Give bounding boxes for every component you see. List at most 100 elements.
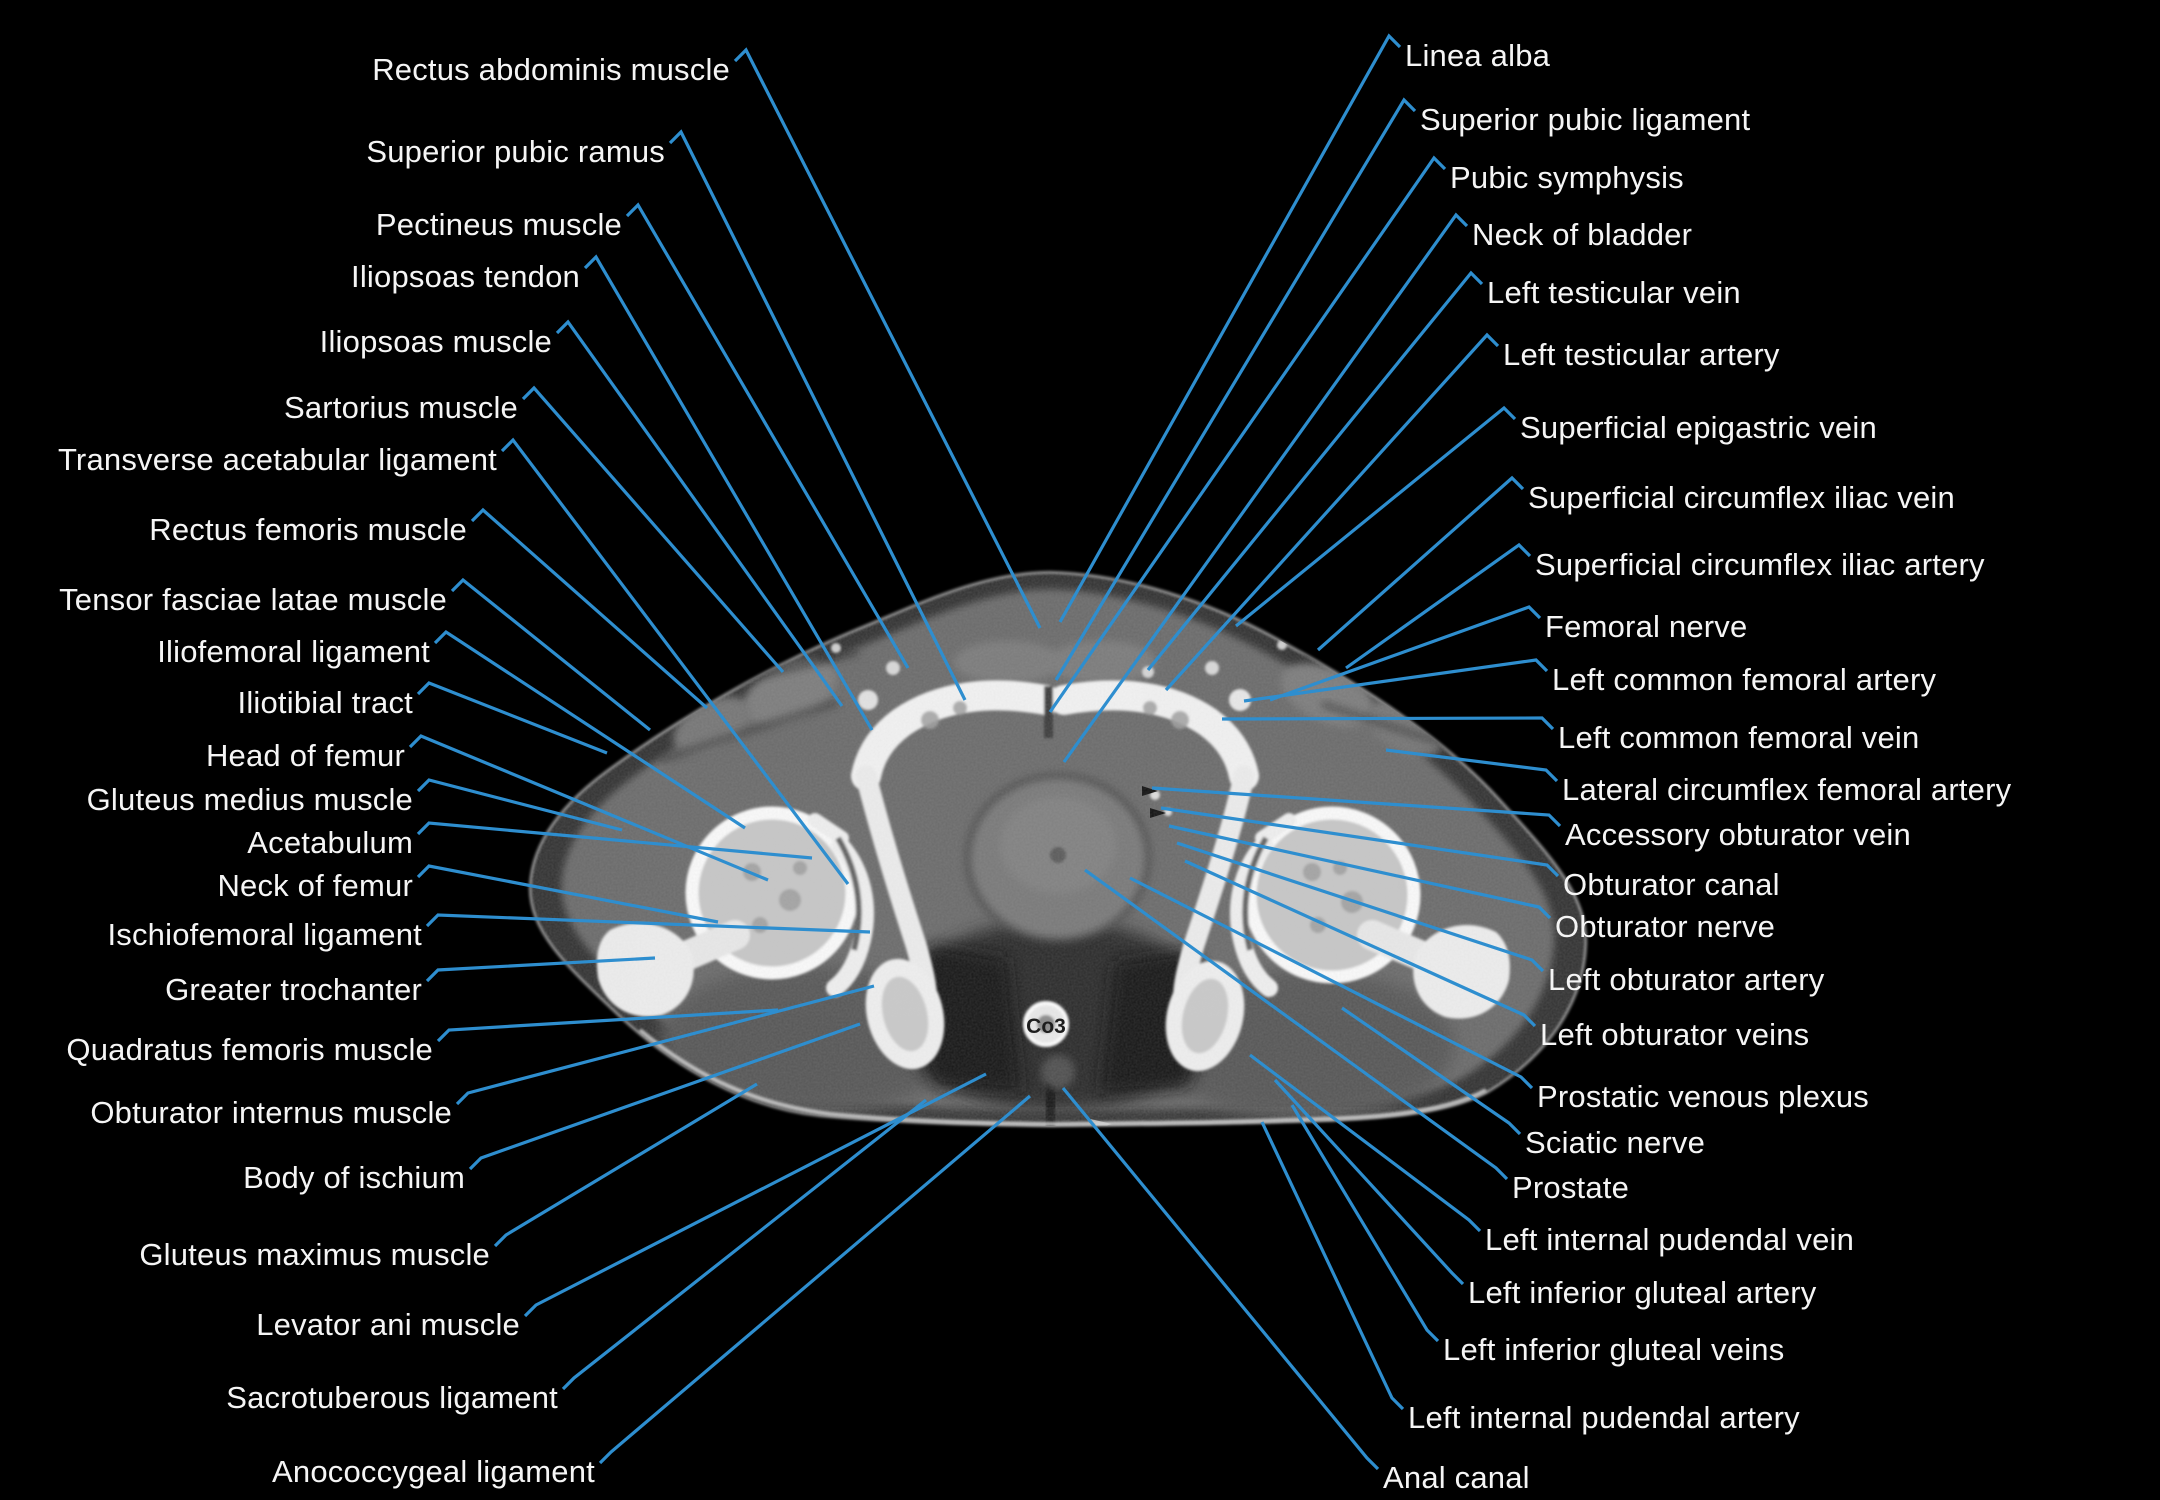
leader-line — [523, 1072, 987, 1318]
leader-line — [1385, 748, 1559, 783]
leader-line — [416, 681, 608, 755]
leader-line — [1273, 1078, 1465, 1286]
anatomy-label: Pectineus muscle — [375, 207, 622, 242]
anatomy-label: Transverse acetabular ligament — [57, 442, 497, 477]
leader-line — [1160, 806, 1560, 878]
anatomy-label: Obturator nerve — [1555, 909, 1776, 944]
leader-line — [733, 47, 1042, 629]
anatomy-label: Left obturator veins — [1540, 1017, 1810, 1052]
leader-line — [1176, 841, 1545, 973]
anatomy-label: Rectus femoris muscle — [149, 512, 467, 547]
ct-vertebra-annotation: Co3 — [1026, 1015, 1066, 1038]
leader-line — [1316, 475, 1525, 652]
anatomy-label: Gluteus medius muscle — [86, 782, 413, 817]
leader-line — [555, 319, 844, 707]
leader-line — [1054, 97, 1417, 681]
leader-line — [1221, 716, 1555, 731]
leader-line — [493, 1082, 758, 1248]
anatomy-label: Left testicular vein — [1487, 275, 1741, 310]
leader-line — [450, 577, 652, 732]
anatomy-label: Lateral circumflex femoral artery — [1562, 772, 2012, 807]
anatomy-label: Acetabulum — [247, 825, 413, 860]
anatomy-label: Iliopsoas tendon — [351, 259, 580, 294]
leader-line — [1345, 542, 1532, 670]
leader-line — [1048, 155, 1447, 713]
leader-line — [1062, 212, 1469, 763]
leader-line — [1151, 786, 1562, 828]
anatomy-label: Tensor fasciae latae muscle — [59, 582, 447, 617]
anatomy-label: Left testicular artery — [1503, 337, 1780, 372]
anatomy-label: Iliopsoas muscle — [319, 324, 552, 359]
anatomy-label: Left common femoral vein — [1558, 720, 1920, 755]
leader-line — [1164, 332, 1500, 692]
anatomy-label: Greater trochanter — [165, 972, 422, 1007]
anatomy-label: Femoral nerve — [1545, 609, 1748, 644]
anatomy-label: Superficial circumflex iliac artery — [1535, 547, 1985, 582]
anatomy-label: Anococcygeal ligament — [272, 1454, 595, 1489]
leader-line — [433, 629, 746, 830]
leader-line — [583, 254, 874, 731]
leader-line — [1084, 868, 1509, 1181]
leader-line — [436, 1008, 779, 1043]
leader-line — [425, 956, 656, 983]
anatomy-label: Superior pubic ramus — [366, 134, 665, 169]
leader-line — [625, 202, 910, 669]
anatomy-label: Obturator internus muscle — [90, 1095, 452, 1130]
anatomy-label: Superficial circumflex iliac vein — [1528, 480, 1955, 515]
leader-line — [668, 129, 967, 701]
leader-line — [1184, 859, 1537, 1028]
anatomy-label: Accessory obturator vein — [1565, 817, 1911, 852]
leader-line — [455, 984, 875, 1106]
anatomy-label: Sacrotuberous ligament — [226, 1380, 558, 1415]
anatomy-label: Superior pubic ligament — [1420, 102, 1751, 137]
leader-line — [1146, 270, 1484, 672]
anatomy-label: Neck of bladder — [1472, 217, 1693, 252]
anatomy-label: Body of ischium — [243, 1160, 465, 1195]
leader-line — [470, 507, 709, 710]
anatomy-label: Ischiofemoral ligament — [107, 917, 422, 952]
leader-line — [1243, 658, 1549, 703]
leader-line — [1249, 1053, 1482, 1233]
leader-line — [1260, 1121, 1405, 1411]
anatomy-label: Left common femoral artery — [1552, 662, 1937, 697]
leader-line — [1290, 1104, 1440, 1343]
anatomy-label: Left inferior gluteal artery — [1468, 1275, 1817, 1310]
anatomy-label: Anal canal — [1383, 1460, 1530, 1495]
anatomy-label: Superficial epigastric vein — [1520, 410, 1877, 445]
anatomy-label: Linea alba — [1405, 38, 1551, 73]
anatomy-label: Sartorius muscle — [283, 390, 518, 425]
leader-line — [521, 385, 785, 674]
leader-line — [408, 734, 769, 882]
anatomy-label: Prostate — [1512, 1170, 1630, 1205]
anatomy-label: Gluteus maximus muscle — [139, 1237, 490, 1272]
leader-line — [416, 778, 623, 832]
anatomy-label: Left obturator artery — [1548, 962, 1825, 997]
anatomy-label: Quadratus femoris muscle — [66, 1032, 433, 1067]
anatomy-label: Left inferior gluteal veins — [1443, 1332, 1785, 1367]
leader-line — [1269, 605, 1542, 702]
anatomy-label: Prostatic venous plexus — [1537, 1079, 1869, 1114]
anatomy-label: Neck of femur — [217, 868, 413, 903]
anatomy-label: Iliofemoral ligament — [157, 634, 430, 669]
anatomy-label: Iliotibial tract — [237, 685, 413, 720]
leader-line — [425, 913, 871, 934]
anatomy-label: Levator ani muscle — [256, 1307, 520, 1342]
leader-line — [416, 821, 813, 860]
anatomy-label: Obturator canal — [1563, 867, 1780, 902]
leader-line — [1168, 824, 1552, 920]
leader-line — [468, 1022, 861, 1171]
leader-line — [1129, 876, 1534, 1090]
leader-line — [500, 437, 850, 885]
ct-skin-highlight — [638, 1028, 1487, 1127]
anatomy-label: Left internal pudendal artery — [1408, 1400, 1800, 1435]
anatomy-label: Sciatic nerve — [1525, 1125, 1706, 1160]
anatomy-label: Rectus abdominis muscle — [372, 52, 730, 87]
leader-line — [1234, 405, 1517, 628]
leader-line — [598, 1094, 1032, 1465]
leader-line — [1058, 33, 1402, 623]
anatomy-label: Left internal pudendal vein — [1485, 1222, 1855, 1257]
